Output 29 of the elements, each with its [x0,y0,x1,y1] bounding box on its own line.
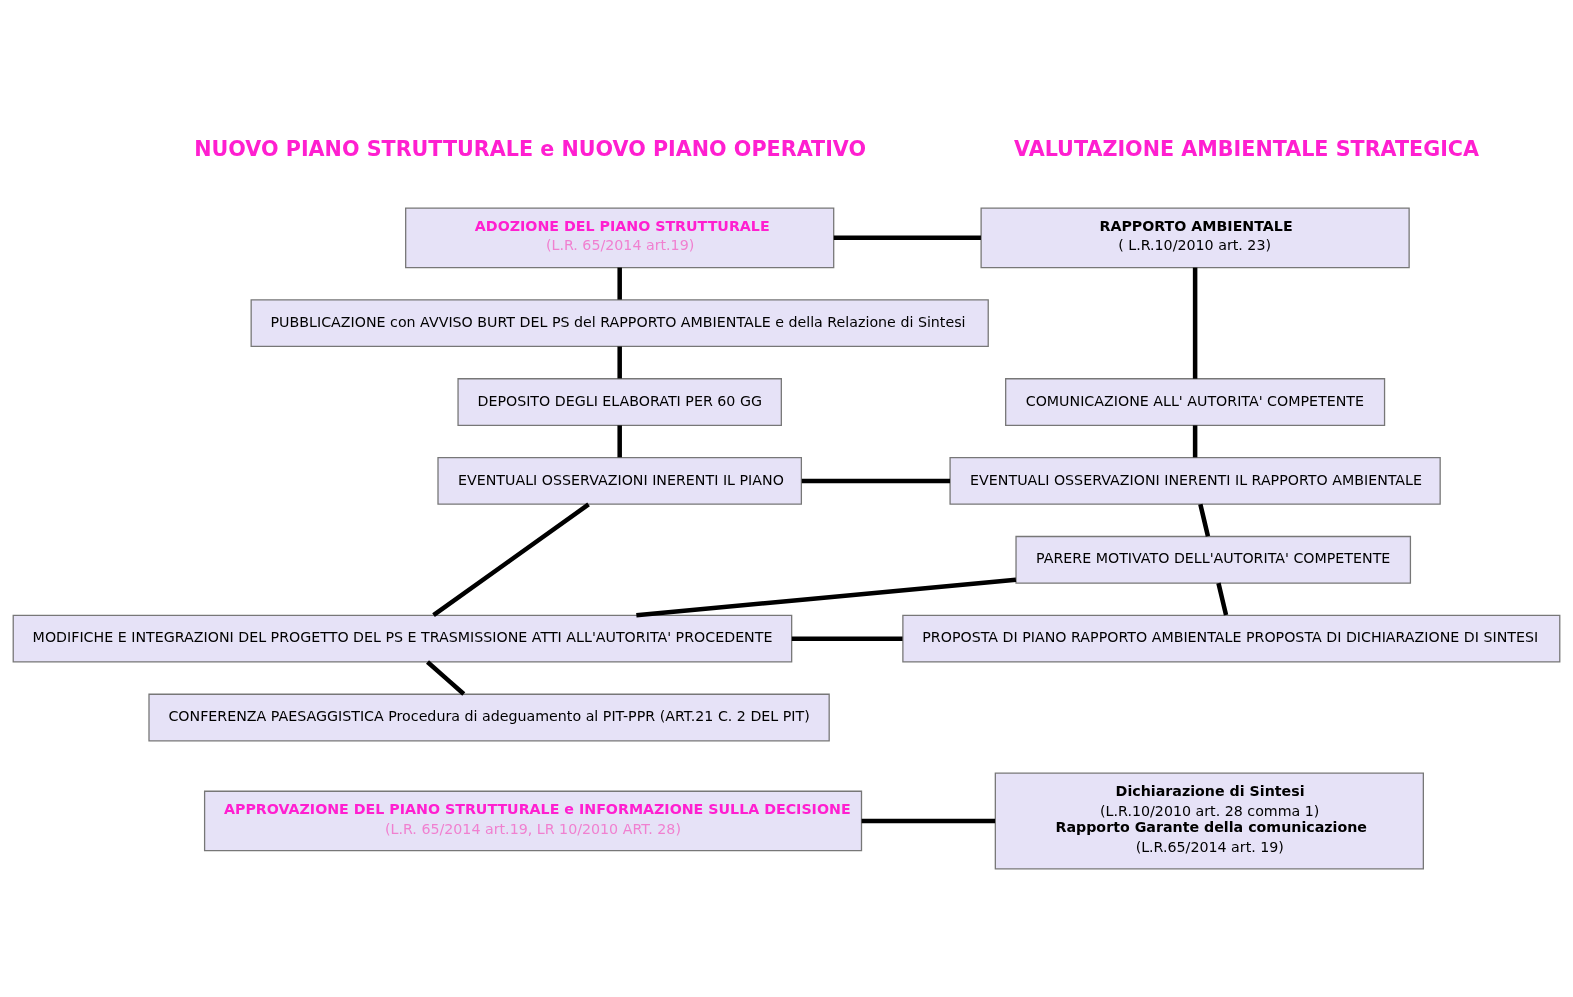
node-box: ADOZIONE DEL PIANO STRUTTURALE (L.R. 65/2014 art.19) [405,206,835,268]
node-box: PARERE MOTIVATO DELL'AUTORITA' COMPETENTE [1015,535,1412,584]
connector [617,346,622,378]
connector [636,576,1017,618]
connector [791,635,903,641]
connector [861,818,996,823]
connector [801,478,951,483]
connector [617,424,622,457]
node-box: PROPOSTA DI PIANO RAPPORTO AMBIENTALE PROPOSTA DI DICHIARAZIONE DI SINTESI [902,614,1561,663]
node-box: COMUNICAZIONE ALL' AUTORITA' COMPETENTE [1005,377,1386,426]
connector [833,235,981,240]
connector [1216,582,1229,616]
label: NUOVO PIANO STRUTTURALE e NUOVO PIANO OPERATIVO [194,136,867,161]
connector [1198,503,1211,537]
node-box: PUBBLICAZIONE con AVVISO BURT DEL PS del RAPPORTO AMBIENTALE e della Relazione di Sintesi [250,298,989,347]
connector [1192,267,1198,379]
node-box: APPROVAZIONE DEL PIANO STRUTTURALE e INFORMAZIONE SULLA DECISIONE (L.R. 65/2014 art.19, LR 10/2010 ART. 28) [203,790,863,851]
node-box: DEPOSITO DEGLI ELABORATI PER 60 GG [457,377,782,426]
connector [426,659,466,696]
node-box: EVENTUALI OSSERVAZIONI INERENTI IL PIANO [437,456,802,505]
node-box: MODIFICHE E INTEGRAZIONI DEL PROGETTO DEL PS E TRASMISSIONE ATTI ALL'AUTORITA' PROCEDENTE [12,614,793,663]
connector [1192,424,1198,457]
connector [432,502,590,617]
node-box: EVENTUALI OSSERVAZIONI INERENTI IL RAPPORTO AMBIENTALE [949,456,1441,505]
connector [617,267,622,300]
node-box: Dichiarazione di Sintesi (L.R.10/2010 art. 28 comma 1) Rapporto Garante della comunicazione (L.R.65/2014 art. 19) [994,772,1424,869]
label: VALUTAZIONE AMBIENTALE STRATEGICA [1014,136,1480,161]
node-box: RAPPORTO AMBIENTALE ( L.R.10/2010 art. 23) [980,206,1410,268]
node-box: CONFERENZA PAESAGGISTICA Procedura di adeguamento al PIT-PPR (ART.21 C. 2 DEL PIT) [148,693,830,741]
